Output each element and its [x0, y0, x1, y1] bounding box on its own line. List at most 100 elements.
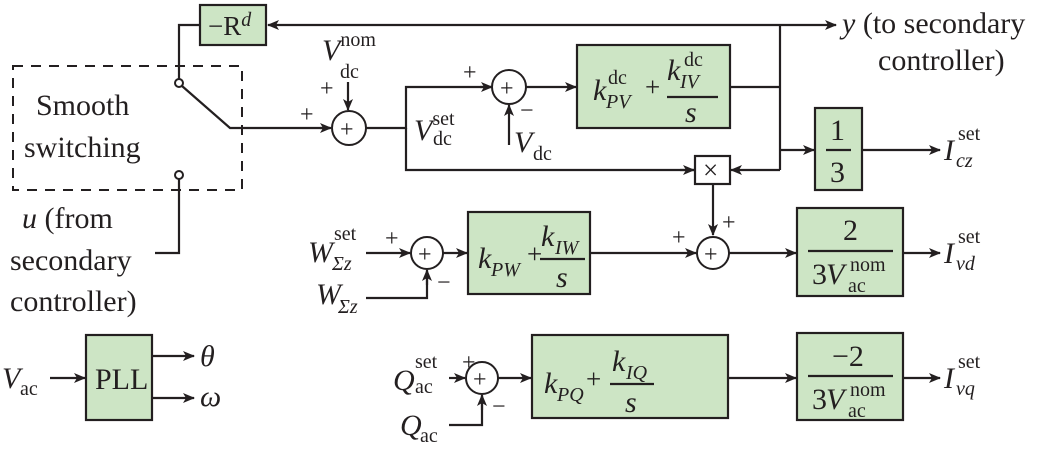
vdc-label: V [514, 126, 536, 159]
vdc-set-wire [366, 85, 491, 130]
w-set-sub: Σz [331, 253, 352, 275]
u-input-wire [155, 179, 181, 255]
vac-sub: ac [20, 378, 38, 400]
gain-q-den-var: V [826, 383, 848, 416]
sum-junction-q-symbol: + [473, 367, 487, 393]
one-third-den: 3 [830, 156, 845, 189]
gain-q-den-sup: nom [850, 379, 886, 401]
droop-to-switch-wire [177, 23, 200, 79]
pi-w-kp: k [478, 242, 492, 275]
q-feedback-wire [449, 396, 484, 427]
pi-q-kp-sub: PQ [556, 384, 584, 406]
ivd-set-label: I [943, 237, 956, 270]
w-sub: Σz [337, 296, 358, 318]
ivd-set-sup: set [958, 226, 981, 248]
sum-w-minus-sign: − [437, 270, 451, 296]
pi-w-ki-sub: IW [554, 237, 581, 259]
ivq-set-sub: vq [956, 378, 975, 400]
pi-dc-ki: k [667, 54, 681, 87]
sum-junction-w-symbol: + [418, 242, 432, 268]
pi-dc-kp-sub: PV [605, 91, 633, 113]
vdc-set-label: Vset [414, 108, 455, 147]
sum-junction-1-symbol: + [340, 117, 354, 143]
q-set-label: Q [393, 364, 415, 397]
pi-q-den: s [625, 386, 637, 419]
q-set-sup: set [415, 351, 438, 373]
pi-dc-ki-sub: IV [679, 71, 702, 93]
sum3-top-sign: + [722, 210, 736, 236]
w-label: W [316, 278, 344, 311]
pi-q-ki: k [612, 345, 626, 378]
switch-contact-top [174, 78, 184, 88]
pi-w-den: s [556, 261, 568, 294]
multiply-symbol: × [703, 155, 718, 185]
gain-q-den-coef: 3 [812, 383, 827, 416]
vdc-sub: dc [533, 143, 552, 165]
sum2-left-sign: + [463, 60, 477, 86]
pi-dc-plus: + [645, 72, 660, 102]
w-set-label: W [308, 236, 336, 269]
switch-contact-bottom [174, 170, 184, 180]
pi-q-kp: k [544, 367, 558, 400]
pi-w-plus: + [527, 239, 542, 269]
w-feedback-wire [366, 271, 429, 300]
q-set-sub: ac [415, 376, 433, 398]
vac-label: V [2, 362, 24, 395]
icz-set-sub: cz [956, 150, 973, 172]
sum3-left-sign: + [672, 225, 686, 251]
sum-junction-2-symbol: + [500, 76, 514, 102]
pi-dc-den: s [685, 96, 697, 129]
q-sub: ac [420, 425, 438, 447]
switch-label-line1: Smooth [36, 89, 129, 122]
vdc-set-to-multiply-wire [404, 128, 694, 172]
smooth-switching-box [12, 65, 243, 191]
pi-dc-kp: k [593, 74, 607, 107]
icz-set-sup: set [958, 123, 981, 145]
sum-q-minus-sign: − [492, 394, 506, 420]
gain-q-den-sub: ac [848, 400, 866, 422]
gain-d-num: 2 [843, 214, 858, 247]
pi-w-kp-sub: PW [490, 259, 522, 281]
pi-w-block [466, 210, 592, 296]
pi-q-plus: + [586, 364, 601, 394]
one-third-num: 1 [830, 114, 845, 147]
theta-label: θ [200, 340, 215, 373]
u-input-label-line3: controller) [10, 285, 137, 318]
vdc-nom-sub: dc [340, 61, 359, 83]
pi-q-block [530, 333, 730, 420]
pi-q-ki-sub: IQ [625, 362, 648, 384]
omega-label: ω [200, 380, 221, 413]
switch-label-line2: switching [24, 131, 141, 164]
pi-dc-ki-sup: dc [684, 49, 703, 71]
pll-label: PLL [95, 363, 148, 396]
ivq-set-sup: set [958, 351, 981, 373]
icz-set-label: I [943, 134, 956, 167]
gain-d-den-var: V [826, 258, 848, 291]
vdc-set-sub: dc [433, 128, 452, 150]
sum1-top-sign: + [320, 76, 334, 102]
sum-junction-3-symbol: + [704, 242, 718, 268]
u-input-label: u (from [22, 202, 113, 235]
vdc-nom-label: Vnom [322, 29, 376, 67]
y-output-label-line2: controller) [878, 44, 1005, 77]
droop-label: −Rd [208, 9, 252, 41]
y-output-label: y (to secondary [839, 7, 1025, 40]
w-set-sup: set [334, 223, 357, 245]
sum-w-plus-sign: + [385, 226, 399, 252]
q-label: Q [400, 409, 422, 442]
switch-lever [181, 85, 330, 130]
gain-d-den-coef: 3 [812, 258, 827, 291]
ivd-set-sub: vd [956, 253, 976, 275]
u-input-label-line2: secondary [10, 244, 132, 277]
gain-q-num: −2 [832, 340, 864, 373]
pi-w-ki: k [541, 220, 555, 253]
sum1-left-sign: + [300, 102, 314, 128]
gain-d-den-sub: ac [848, 275, 866, 297]
pll-block [84, 333, 154, 422]
pi-dc-block [575, 43, 732, 130]
sum2-bottom-sign: − [520, 98, 534, 124]
gain-d-den-sup: nom [850, 254, 886, 276]
pi-dc-kp-sup: dc [608, 67, 627, 89]
ivq-set-label: I [943, 362, 956, 395]
